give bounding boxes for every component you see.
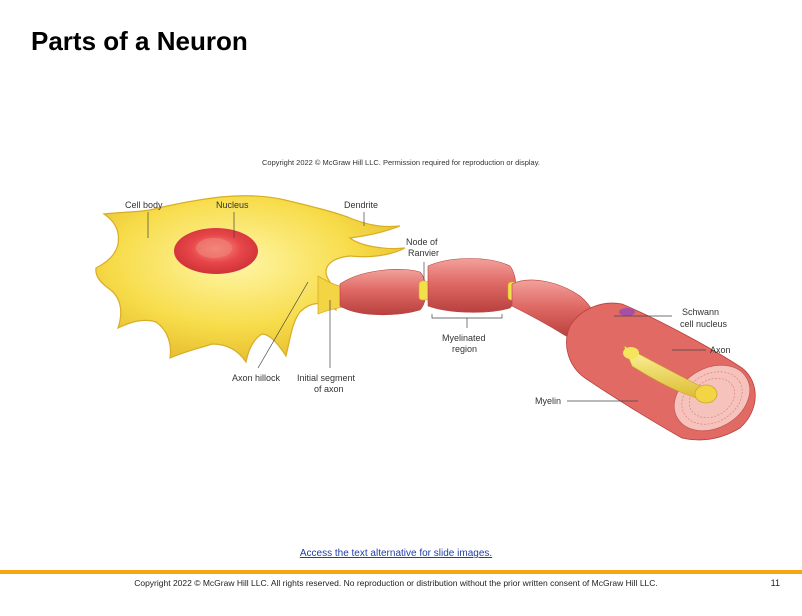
label-initial-segment-line2: of axon bbox=[314, 384, 344, 394]
myelin-segment-2 bbox=[427, 258, 517, 313]
label-axon-hillock: Axon hillock bbox=[232, 373, 281, 383]
label-nucleus: Nucleus bbox=[216, 200, 249, 210]
label-initial-segment-line1: Initial segment bbox=[297, 373, 356, 383]
footer-copyright: Copyright 2022 © McGraw Hill LLC. All ri… bbox=[134, 578, 658, 588]
label-myelin: Myelin bbox=[535, 396, 561, 406]
label-node-of-ranvier-line2: Ranvier bbox=[408, 248, 439, 258]
label-axon: Axon bbox=[710, 345, 731, 355]
label-myelinated-line2: region bbox=[452, 344, 477, 354]
slide-number: 11 bbox=[770, 578, 780, 588]
text-alternative-link[interactable]: Access the text alternative for slide im… bbox=[299, 548, 493, 559]
leader-lines bbox=[147, 212, 706, 402]
myelin-layers-inner bbox=[689, 378, 735, 418]
label-node-of-ranvier-line1: Node of bbox=[406, 237, 438, 247]
label-myelinated-line1: Myelinated bbox=[442, 333, 486, 343]
nucleolus-shape bbox=[196, 238, 232, 258]
myelin-layers bbox=[681, 371, 743, 425]
myelin-segment-1 bbox=[339, 269, 427, 316]
footer-accent-bar bbox=[0, 570, 802, 574]
axon-cross-section bbox=[694, 384, 718, 404]
node-of-ranvier-1 bbox=[418, 280, 430, 301]
label-dendrite: Dendrite bbox=[344, 200, 378, 210]
schwann-nucleus-shape bbox=[619, 308, 635, 316]
label-cell-body: Cell body bbox=[125, 200, 163, 210]
label-schwann-line1: Schwann bbox=[682, 307, 719, 317]
figure-copyright: Copyright 2022 © McGraw Hill LLC. Permis… bbox=[261, 158, 540, 167]
label-schwann-line2: cell nucleus bbox=[680, 319, 728, 329]
slide-title: Parts of a Neuron bbox=[31, 26, 248, 56]
axon-inner-end bbox=[623, 347, 639, 359]
cell-body-shape bbox=[95, 195, 406, 364]
